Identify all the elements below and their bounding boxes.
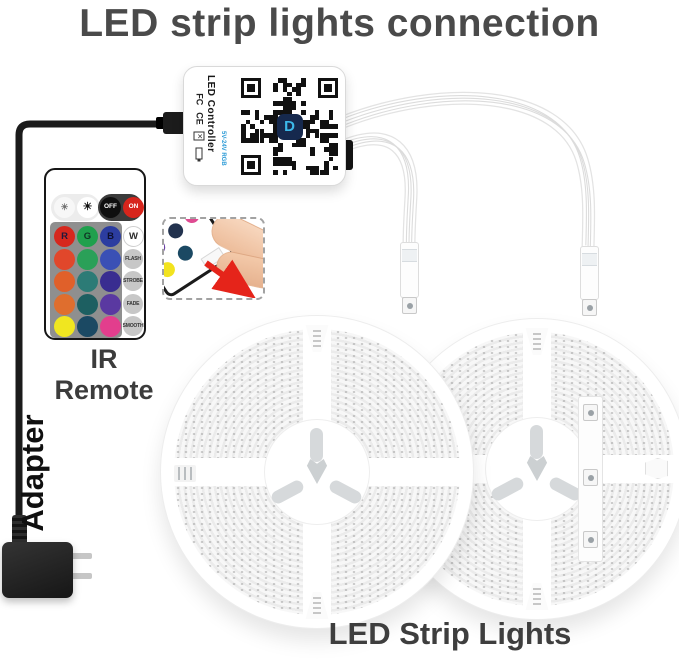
reel-side-tab bbox=[645, 458, 668, 479]
led-controller: FC CE ✕ LED Controller 5V-24V RGB D bbox=[183, 66, 346, 186]
remote-button-on: ON bbox=[123, 197, 144, 218]
remote-button-blue: B bbox=[100, 226, 121, 247]
strip-connector-left-end bbox=[402, 297, 417, 314]
ribbon-cable-right bbox=[341, 96, 591, 251]
reel-notch-bottom bbox=[525, 583, 549, 610]
reel-notch-bottom bbox=[305, 592, 329, 619]
reel-hub bbox=[486, 418, 588, 520]
remote-button-color bbox=[77, 316, 98, 337]
strip-connector-left bbox=[400, 242, 419, 298]
adapter-prong-icon bbox=[71, 553, 92, 559]
remote-button-brightness-up: ☀ bbox=[77, 197, 98, 218]
power-adapter bbox=[2, 542, 73, 598]
screw-dot-icon bbox=[586, 304, 593, 311]
remote-button-color bbox=[77, 249, 98, 270]
qr-finder-icon bbox=[241, 155, 261, 175]
connector-sleeve bbox=[402, 249, 417, 262]
adapter-prong-icon bbox=[71, 573, 92, 579]
adapter-label: Adapter bbox=[15, 414, 50, 532]
remote-button-color bbox=[100, 271, 121, 292]
remote-button-flash: FLASH bbox=[123, 249, 143, 269]
remote-button-color bbox=[54, 316, 75, 337]
led-reel-left bbox=[160, 315, 474, 629]
strip-end-tape bbox=[578, 396, 603, 562]
page-title: LED strip lights connection bbox=[79, 2, 600, 45]
remote-button-strobe: STROBE bbox=[123, 271, 143, 291]
hub-slot bbox=[327, 478, 364, 506]
hub-slot bbox=[530, 425, 543, 459]
strip-connector-right bbox=[580, 246, 599, 300]
reel-side-clip bbox=[174, 465, 196, 482]
connector-sleeve bbox=[582, 253, 597, 266]
red-arrow-icon bbox=[204, 259, 256, 298]
remote-button-white: W bbox=[123, 226, 144, 247]
weee-bin-icon: ✕ bbox=[193, 131, 205, 141]
remote-button-color bbox=[77, 294, 98, 315]
remote-button-color bbox=[100, 294, 121, 315]
fcc-mark-icon: FC bbox=[194, 93, 205, 106]
remote-button-color bbox=[100, 249, 121, 270]
remote-button-color bbox=[54, 249, 75, 270]
brand-logo: D bbox=[276, 113, 303, 140]
tape-connector bbox=[583, 531, 598, 548]
reel-notch-top bbox=[305, 325, 329, 352]
remote-button-color bbox=[54, 294, 75, 315]
remote-button-green: G bbox=[77, 226, 98, 247]
controller-spec-label: 5V-24V RGB bbox=[220, 131, 226, 166]
remote-button-off: OFF bbox=[100, 197, 121, 218]
controller-label: LED Controller bbox=[205, 75, 216, 153]
remote-button-color bbox=[100, 316, 121, 337]
hub-slot bbox=[489, 475, 526, 503]
tape-connector bbox=[583, 469, 598, 486]
reel-hub bbox=[265, 420, 369, 524]
battery-tab-inset bbox=[162, 217, 265, 300]
screw-dot-icon bbox=[406, 302, 413, 309]
qr-finder-icon bbox=[318, 78, 338, 98]
hub-slot bbox=[310, 428, 323, 462]
remote-button-red: R bbox=[54, 226, 75, 247]
ce-mark-icon: CE bbox=[194, 112, 205, 125]
remote-button-fade: FADE bbox=[123, 294, 143, 314]
ir-remote: ☀ ☀ OFF ON R G B W FLASH STROBE FADE SMO… bbox=[44, 168, 146, 340]
qr-finder-icon bbox=[241, 78, 261, 98]
qr-modules bbox=[241, 78, 338, 175]
cable-strain-relief bbox=[12, 515, 27, 546]
brightness-down-icon: ☀ bbox=[60, 202, 69, 212]
reel-notch-top bbox=[525, 328, 549, 355]
remote-button-color bbox=[54, 271, 75, 292]
remote-button-color bbox=[77, 271, 98, 292]
strip-connector-right-end bbox=[582, 299, 597, 316]
remote-button-brightness-down: ☀ bbox=[54, 197, 75, 218]
dc-plug-icon bbox=[163, 112, 189, 134]
hub-slot bbox=[269, 478, 306, 506]
brightness-up-icon: ☀ bbox=[82, 201, 93, 213]
remote-button-smooth: SMOOTH bbox=[123, 316, 144, 336]
power-cable bbox=[15, 120, 175, 523]
remote-label: IR Remote bbox=[54, 344, 154, 405]
tape-connector bbox=[583, 404, 598, 421]
strip-lights-label: LED Strip Lights bbox=[328, 616, 572, 651]
dc-plug-tip bbox=[156, 117, 166, 129]
qr-code: D bbox=[241, 78, 338, 175]
battery-icon bbox=[195, 147, 203, 160]
